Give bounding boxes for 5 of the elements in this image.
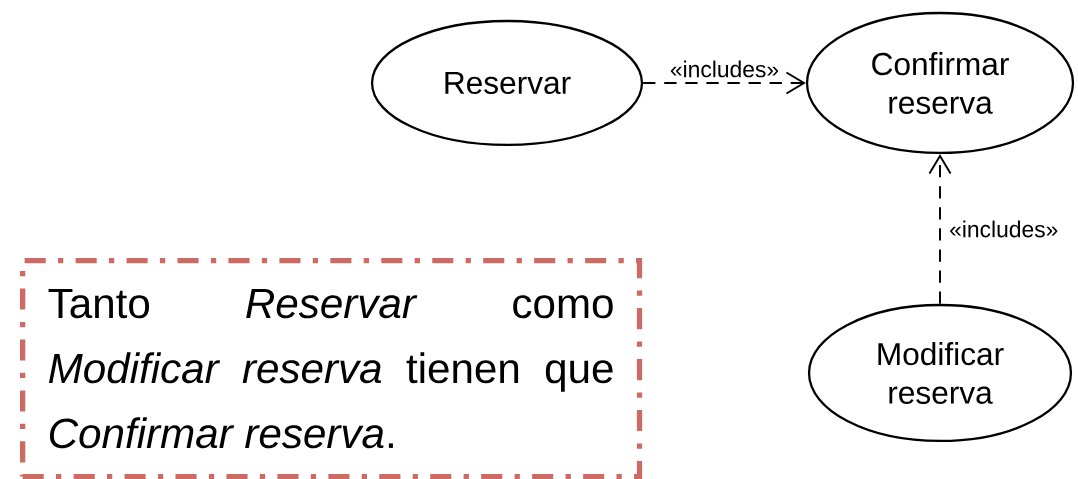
dashed-arrow [642,71,806,95]
note-box: Tanto Reservar como Modificar reserva tienen que Confirmar reserva. [20,258,643,479]
edge-label: «includes» [950,220,1058,238]
edge-label: «includes» [670,60,779,78]
dashed-arrow [928,154,952,305]
